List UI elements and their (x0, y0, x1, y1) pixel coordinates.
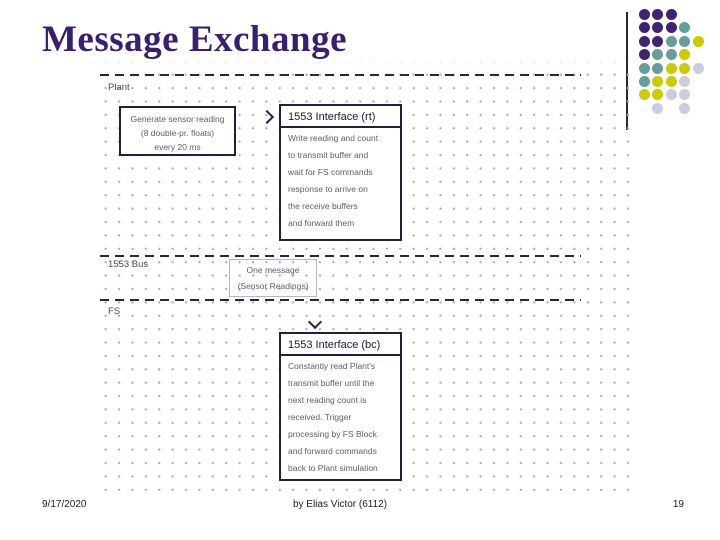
decor-dot (639, 62, 650, 74)
rt-body-line: response to arrive on (288, 184, 368, 194)
footer-credit: by Elias Victor (6112) (292, 499, 388, 510)
decor-dot (652, 89, 664, 101)
lane-divider-bus (100, 255, 581, 257)
decor-dot (665, 76, 677, 87)
decor-dot (652, 22, 664, 34)
generate-line-2: (8 double-pr. floats) (140, 128, 215, 138)
bus-message-line-1: One message (246, 265, 300, 275)
rt-interface-box: 1553 Interface (rt) Write reading and co… (279, 104, 402, 241)
decor-dot (639, 49, 650, 61)
bus-message-line-2: (Sensor Readings) (237, 281, 309, 291)
bc-interface-title: 1553 Interface (bc) (281, 334, 400, 356)
decor-dot (692, 62, 704, 74)
footer-date: 9/17/2020 (42, 499, 87, 510)
decor-dot (652, 62, 664, 74)
rt-body-line: Write reading and count (288, 133, 379, 143)
bc-body-line: back to Plant simulation (288, 463, 378, 473)
bc-interface-body: Constantly read Plant's transmit buffer … (281, 356, 400, 477)
lane-divider-fs (100, 299, 581, 301)
decor-dot (665, 89, 677, 101)
bc-body-line: transmit buffer until the (288, 378, 375, 388)
rt-body-line: wait for FS commands (288, 167, 373, 177)
rt-body-line: to transmit buffer and (288, 150, 369, 160)
generate-sensor-box: Generate sensor reading (8 double-pr. fl… (119, 106, 236, 156)
rt-body-line: the receive buffers (288, 201, 358, 211)
bc-body-line: next reading count is (288, 395, 367, 405)
decor-dot (652, 102, 664, 114)
decor-dot (679, 35, 691, 47)
decor-dot (692, 35, 704, 47)
bc-body-line: Constantly read Plant's (288, 361, 376, 371)
decor-dot (679, 22, 691, 34)
rt-body-line: and forward them (288, 218, 355, 228)
decor-dot (665, 49, 677, 61)
decor-dot (665, 35, 677, 47)
decor-dot (639, 35, 650, 47)
decor-dot (652, 76, 664, 87)
decor-dot (665, 9, 677, 20)
decor-dot (679, 89, 691, 101)
rt-interface-title: 1553 Interface (rt) (281, 106, 400, 128)
bc-body-line: received. Trigger (288, 412, 352, 422)
footer-page-number: 19 (672, 499, 684, 510)
page-title: Message Exchange (42, 19, 347, 60)
bus-message-note: One message (Sensor Readings) (229, 259, 317, 297)
generate-line-3: every 20 ms (154, 142, 201, 152)
decor-dot (665, 22, 677, 34)
bc-body-line: and forward commands (288, 446, 377, 456)
decor-dot (639, 89, 650, 101)
bc-body-line: processing by FS Block (288, 429, 377, 439)
decor-dot (652, 9, 664, 20)
generate-line-1: Generate sensor reading (130, 114, 225, 124)
decor-dot (652, 35, 664, 47)
decor-dot (679, 76, 691, 87)
rt-interface-body: Write reading and count to transmit buff… (281, 128, 400, 232)
decor-dot-grid (639, 9, 709, 129)
lane-label-1553-bus: 1553 Bus (108, 259, 149, 270)
decor-dot (652, 49, 664, 61)
decor-dot (679, 102, 691, 114)
decor-dot (639, 9, 650, 20)
bc-interface-box: 1553 Interface (bc) Constantly read Plan… (279, 332, 402, 481)
decor-dot (679, 62, 691, 74)
decor-dot (679, 49, 691, 61)
decor-dot (665, 62, 677, 74)
lane-label-fs: FS (108, 306, 121, 317)
decor-dot (639, 22, 650, 34)
lane-divider-top (100, 74, 581, 76)
lane-label-plant: Plant (108, 82, 130, 93)
decor-dot (639, 76, 650, 87)
